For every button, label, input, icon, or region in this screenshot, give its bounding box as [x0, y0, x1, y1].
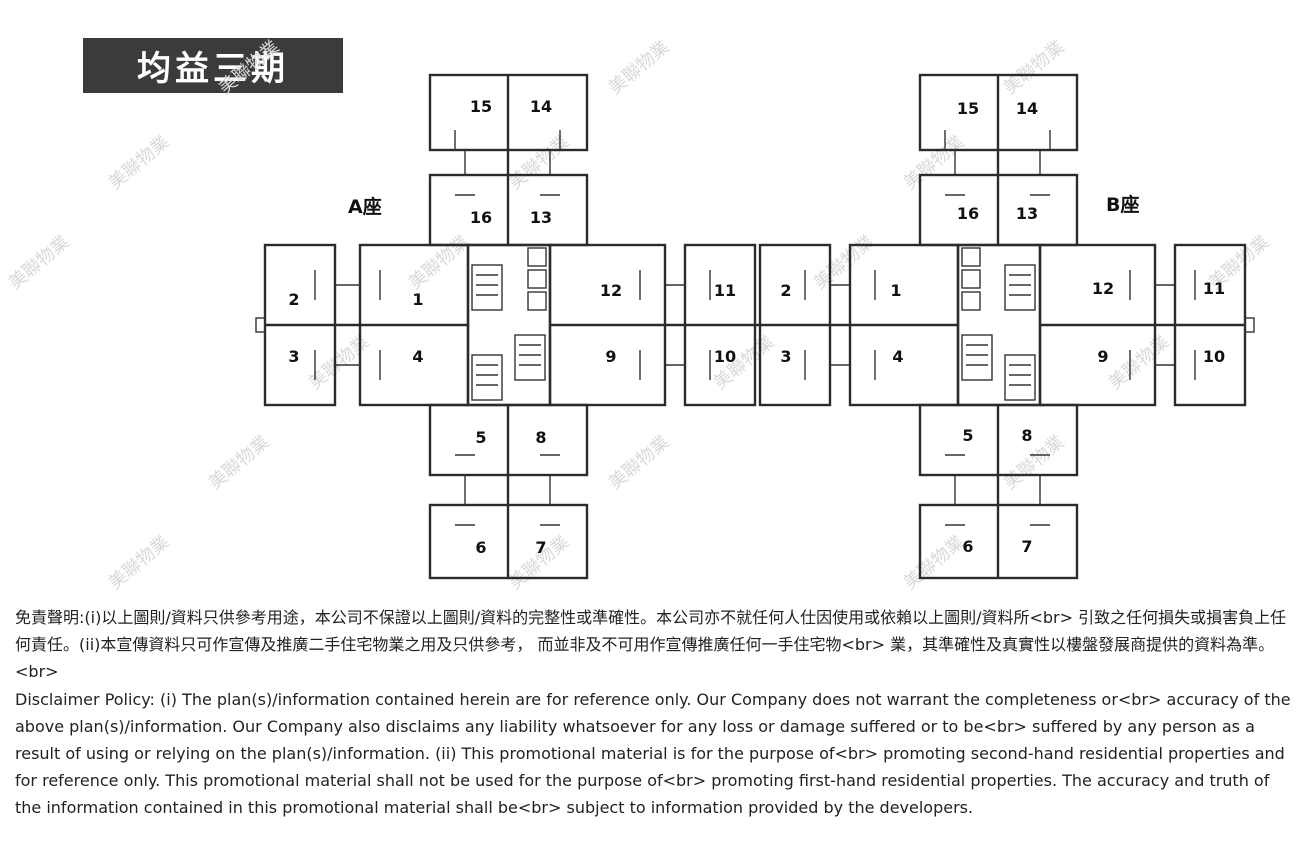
block-b-label: B座	[1106, 193, 1139, 216]
watermark: 美聯物業	[205, 431, 274, 493]
unit-label: 3	[780, 347, 791, 366]
block-a-label: A座	[348, 195, 382, 218]
unit-label: 7	[535, 538, 546, 557]
disclaimer-chinese: 免責聲明:(i)以上圖則/資料只供參考用途，本公司不保證以上圖則/資料的完整性或…	[15, 608, 1287, 682]
watermark: 美聯物業	[215, 36, 284, 98]
watermark: 美聯物業	[5, 231, 74, 293]
watermark: 美聯物業	[605, 431, 674, 493]
unit-label: 11	[714, 281, 736, 300]
watermark: 美聯物業	[900, 131, 969, 193]
block-a: A座 1 2 3 4 5 6 7 8 9 10 11 12 13 14 15 1…	[255, 73, 757, 580]
watermark: 美聯物業	[105, 131, 174, 193]
watermark: 美聯物業	[405, 231, 474, 293]
unit-label: 6	[962, 537, 973, 556]
title-banner: 均益三期	[83, 38, 343, 93]
unit-label: 16	[957, 204, 979, 223]
unit-label: 8	[1021, 426, 1032, 445]
block-b: B座 1 2 3 4 5 6 7 8 9 10 11 12 13 14 15 1…	[755, 73, 1255, 580]
unit-label: 5	[475, 428, 486, 447]
disclaimer: 免責聲明:(i)以上圖則/資料只供參考用途，本公司不保證以上圖則/資料的完整性或…	[15, 604, 1300, 822]
watermark: 美聯物業	[105, 531, 174, 593]
unit-label: 13	[1016, 204, 1038, 223]
unit-label: 11	[1203, 279, 1225, 298]
unit-label: 14	[530, 97, 552, 116]
watermark-layer: 美聯物業 美聯物業 美聯物業 美聯物業 美聯物業 美聯物業 美聯物業 美聯物業 …	[5, 36, 1274, 593]
watermark: 美聯物業	[1000, 431, 1069, 493]
unit-label: 15	[470, 97, 492, 116]
unit-label: 16	[470, 208, 492, 227]
unit-label: 4	[412, 347, 423, 366]
unit-label: 2	[288, 290, 299, 309]
disclaimer-english: Disclaimer Policy: (i) The plan(s)/infor…	[15, 689, 1291, 818]
watermark: 美聯物業	[505, 131, 574, 193]
unit-label: 15	[957, 99, 979, 118]
watermark: 美聯物業	[605, 36, 674, 98]
watermark: 美聯物業	[1105, 331, 1174, 393]
watermark: 美聯物業	[1000, 36, 1069, 98]
unit-label: 1	[412, 290, 423, 309]
unit-label: 12	[600, 281, 622, 300]
unit-label: 7	[1021, 537, 1032, 556]
watermark: 美聯物業	[900, 531, 969, 593]
unit-label: 5	[962, 426, 973, 445]
unit-label: 10	[714, 347, 736, 366]
unit-label: 8	[535, 428, 546, 447]
unit-label: 1	[890, 281, 901, 300]
estate-title: 均益三期	[137, 49, 289, 89]
unit-label: 10	[1203, 347, 1225, 366]
unit-label: 3	[288, 347, 299, 366]
unit-label: 12	[1092, 279, 1114, 298]
unit-label: 9	[605, 347, 616, 366]
unit-label: 6	[475, 538, 486, 557]
unit-label: 13	[530, 208, 552, 227]
floor-plan: 美聯物業 美聯物業 美聯物業 美聯物業 美聯物業 美聯物業 美聯物業 美聯物業 …	[5, 36, 1274, 593]
unit-label: 4	[892, 347, 903, 366]
unit-label: 14	[1016, 99, 1038, 118]
unit-label: 2	[780, 281, 791, 300]
unit-label: 9	[1097, 347, 1108, 366]
